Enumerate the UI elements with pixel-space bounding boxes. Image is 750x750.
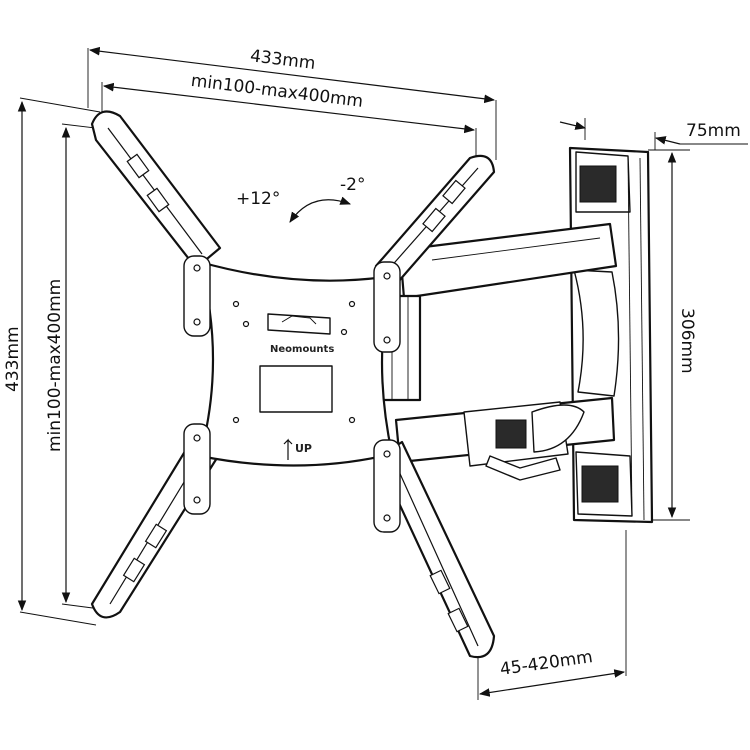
dim-width-vesa: min100-max400mm	[190, 71, 364, 112]
tilt-arrow-icon	[289, 196, 352, 223]
tilt-indicator: +12° -2°	[236, 175, 365, 223]
tilt-backward-label: -2°	[340, 175, 365, 195]
brand-logo-text: Neomounts	[270, 344, 334, 355]
dim-height-vesa: min100-max400mm	[45, 279, 65, 452]
dimension-arrow-icon	[654, 136, 681, 145]
vesa-bracket: Neomounts UP	[90, 110, 496, 659]
arm-assembly	[376, 222, 618, 481]
dim-wall-plate-height: 306mm	[677, 308, 697, 374]
dimension-lines	[17, 46, 748, 700]
wall-plate	[568, 146, 654, 524]
dimension-arrow-icon	[478, 669, 626, 697]
dimension-arrow-icon	[559, 121, 587, 130]
dim-width-overall: 433mm	[249, 46, 317, 74]
up-arrow-icon	[283, 438, 293, 460]
dim-depth: 75mm	[686, 121, 741, 141]
up-label: UP	[295, 442, 312, 455]
dim-height-overall: 433mm	[3, 326, 23, 392]
dim-extension: 45-420mm	[499, 647, 594, 680]
dimension-arrow-icon	[102, 82, 476, 134]
tilt-forward-label: +12°	[236, 189, 280, 209]
